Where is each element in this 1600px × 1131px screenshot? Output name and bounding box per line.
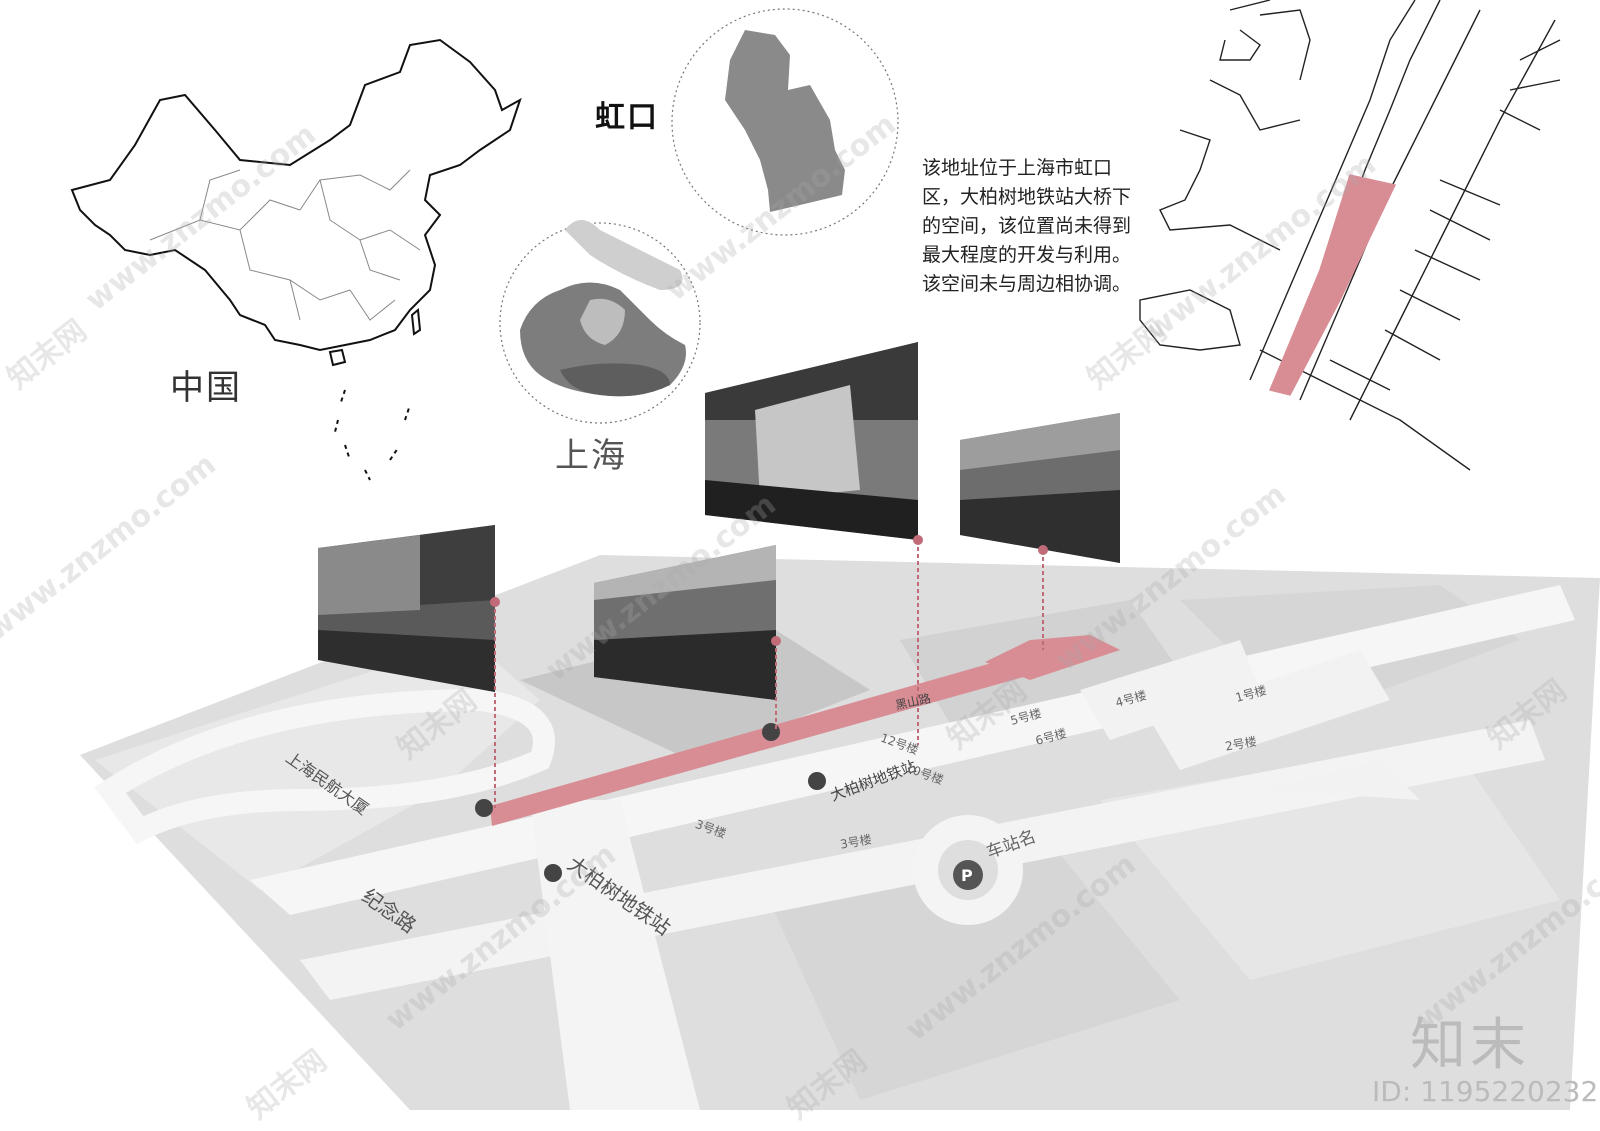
bus-stop-pin: [808, 772, 826, 790]
bus-stop-pin: [762, 723, 780, 741]
shanghai-urban-core: [580, 298, 625, 345]
site-highlight-plan: [1269, 174, 1397, 396]
china-outline: [70, 38, 522, 352]
china-label: 中国: [170, 368, 242, 408]
hongkou-district-shape: [725, 30, 845, 212]
street-plan: [1139, 0, 1561, 471]
brand-logo-text: 知末: [1410, 1013, 1530, 1078]
map-block: [520, 620, 870, 760]
china-map: [70, 38, 522, 481]
map-road: [1080, 640, 1260, 740]
site-description: 该地址位于上海市虹口区，大柏树地铁站大桥下的空间，该位置尚未得到最大程度的开发与…: [922, 157, 1132, 295]
hainan-island: [328, 348, 347, 367]
hongkou-label: 虹口: [595, 100, 659, 135]
perspective-base-map: P: [80, 555, 1600, 1110]
hongkou-map: [671, 8, 899, 236]
bus-stop-pin: [544, 864, 562, 882]
site-highlight-strip: [490, 635, 1120, 826]
taiwan-island: [410, 308, 422, 336]
shanghai-label: 上海: [555, 436, 627, 476]
shanghai-map: [499, 220, 701, 424]
chongming-island: [565, 220, 683, 290]
site-highlight-block: [985, 635, 1120, 680]
map-block: [760, 830, 1180, 1100]
shanghai-south: [560, 363, 670, 397]
map-road: [1260, 760, 1420, 800]
map-road: [530, 800, 700, 1110]
bus-stop-pin: [475, 799, 493, 817]
map-road: [94, 688, 555, 844]
south-sea-dashes: [334, 389, 411, 481]
photo-callouts: [318, 342, 1120, 808]
map-road: [1150, 650, 1390, 770]
parking-marker-icon: [953, 860, 983, 890]
svg-text:P: P: [961, 866, 973, 885]
image-id-label: ID: 1195220232: [1372, 1075, 1599, 1108]
